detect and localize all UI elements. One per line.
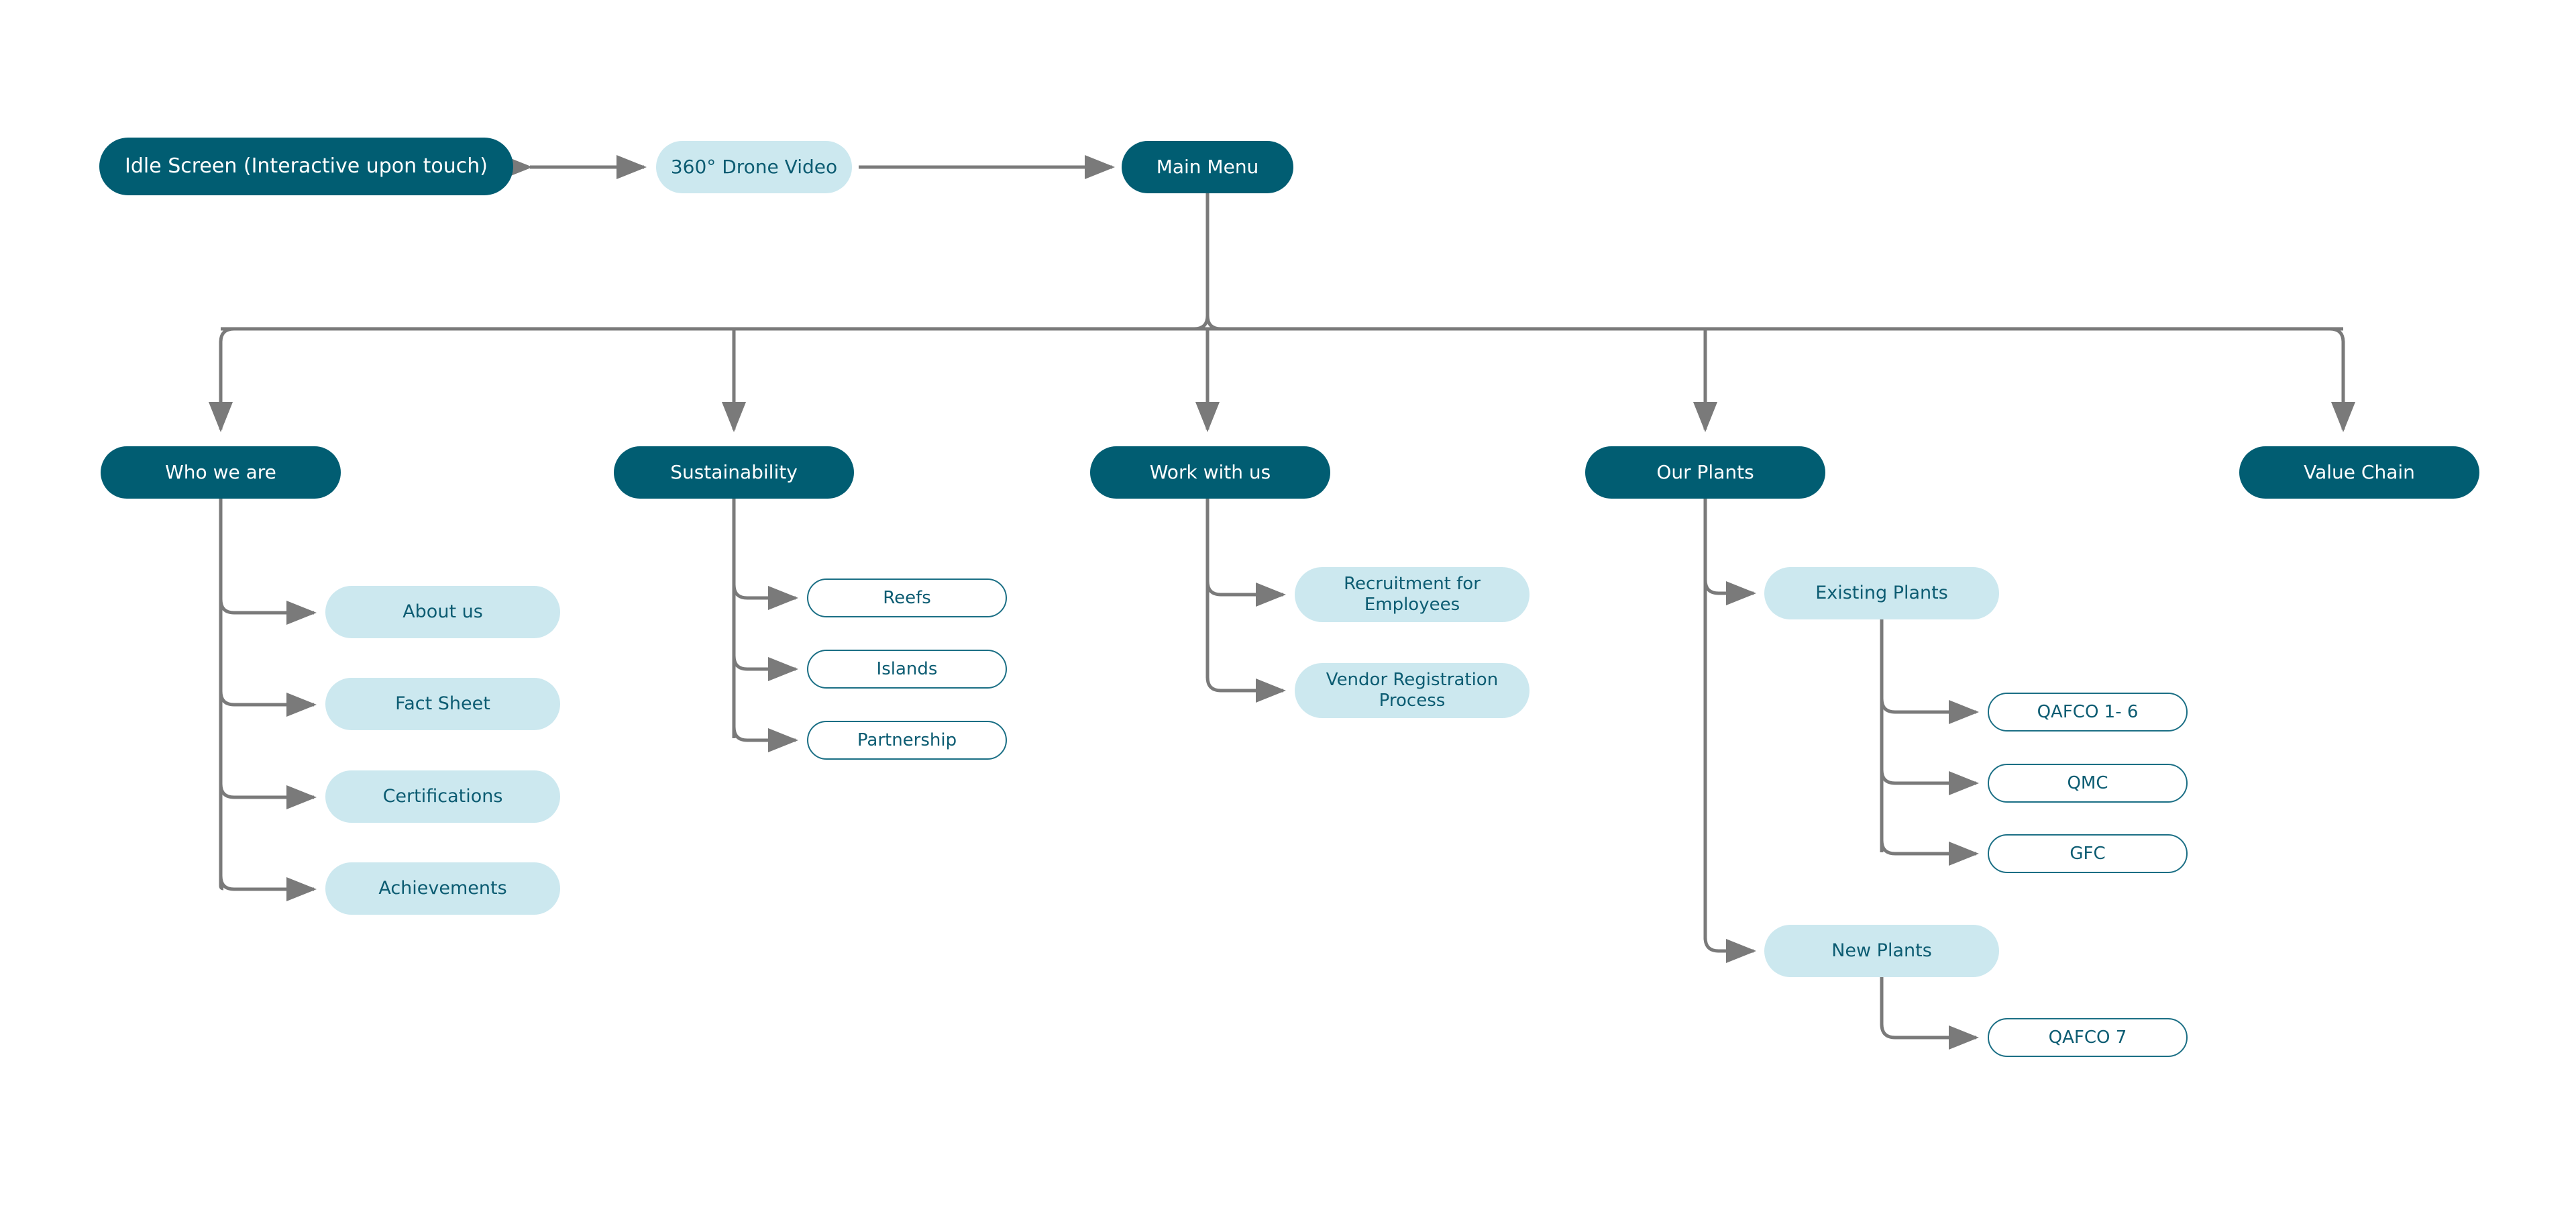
node-certs[interactable]: Certifications [325, 770, 560, 823]
edge-mainmenu-who [209, 327, 235, 433]
node-label-value: Value Chain [2304, 461, 2415, 484]
node-qafco7[interactable]: QAFCO 7 [1988, 1018, 2188, 1057]
node-reefs[interactable]: Reefs [807, 578, 1007, 617]
node-label-gfc: GFC [2070, 843, 2106, 864]
node-existing[interactable]: Existing Plants [1764, 567, 1999, 619]
node-fact[interactable]: Fact Sheet [325, 678, 560, 730]
node-qafco16[interactable]: QAFCO 1- 6 [1988, 693, 2188, 732]
node-qmc[interactable]: QMC [1988, 764, 2188, 803]
node-label-partnership: Partnership [857, 729, 957, 750]
node-recruit[interactable]: Recruitment for Employees [1295, 567, 1529, 622]
node-achieve[interactable]: Achievements [325, 862, 560, 915]
node-plants[interactable]: Our Plants [1585, 446, 1825, 499]
node-label-certs: Certifications [382, 786, 503, 807]
node-label-vendor: Vendor Registration Process [1326, 670, 1499, 711]
node-label-about: About us [402, 601, 483, 623]
node-label-islands: Islands [876, 658, 938, 679]
node-vendor[interactable]: Vendor Registration Process [1295, 663, 1529, 718]
node-partnership[interactable]: Partnership [807, 721, 1007, 760]
node-work[interactable]: Work with us [1090, 446, 1330, 499]
node-label-who: Who we are [165, 461, 276, 484]
node-value[interactable]: Value Chain [2239, 446, 2479, 499]
node-newplants[interactable]: New Plants [1764, 925, 1999, 977]
edge-existing-children [1880, 619, 1980, 866]
node-label-reefs: Reefs [883, 587, 931, 608]
edge-mainmenu-value [2329, 327, 2355, 433]
node-drone[interactable]: 360° Drone Video [656, 141, 852, 193]
edge-who-children [219, 499, 317, 901]
node-islands[interactable]: Islands [807, 650, 1007, 689]
node-label-qafco7: QAFCO 7 [2048, 1027, 2127, 1048]
node-label-newplants: New Plants [1831, 940, 1932, 962]
node-sustain[interactable]: Sustainability [614, 446, 854, 499]
node-label-work: Work with us [1149, 461, 1271, 484]
edge-mainmenu-bus [221, 315, 2343, 331]
node-idle[interactable]: Idle Screen (Interactive upon touch) [99, 138, 513, 195]
node-about[interactable]: About us [325, 586, 560, 638]
node-label-main_menu: Main Menu [1156, 156, 1259, 179]
node-gfc[interactable]: GFC [1988, 834, 2188, 873]
node-label-fact: Fact Sheet [395, 693, 490, 715]
edge-work-children [1205, 499, 1287, 703]
node-who[interactable]: Who we are [101, 446, 341, 499]
node-label-qafco16: QAFCO 1- 6 [2037, 701, 2139, 722]
node-label-idle: Idle Screen (Interactive upon touch) [124, 154, 488, 179]
node-label-drone: 360° Drone Video [670, 156, 838, 179]
node-label-achieve: Achievements [378, 878, 507, 899]
node-label-plants: Our Plants [1656, 461, 1754, 484]
node-main_menu[interactable]: Main Menu [1122, 141, 1293, 193]
node-label-existing: Existing Plants [1815, 583, 1948, 604]
node-label-qmc: QMC [2067, 772, 2108, 793]
edge-new-qafco7 [1880, 977, 1980, 1050]
node-label-sustain: Sustainability [670, 461, 798, 484]
edge-sustainability-children [732, 499, 799, 752]
edge-plants-children [1703, 499, 1757, 963]
node-label-recruit: Recruitment for Employees [1344, 574, 1481, 615]
